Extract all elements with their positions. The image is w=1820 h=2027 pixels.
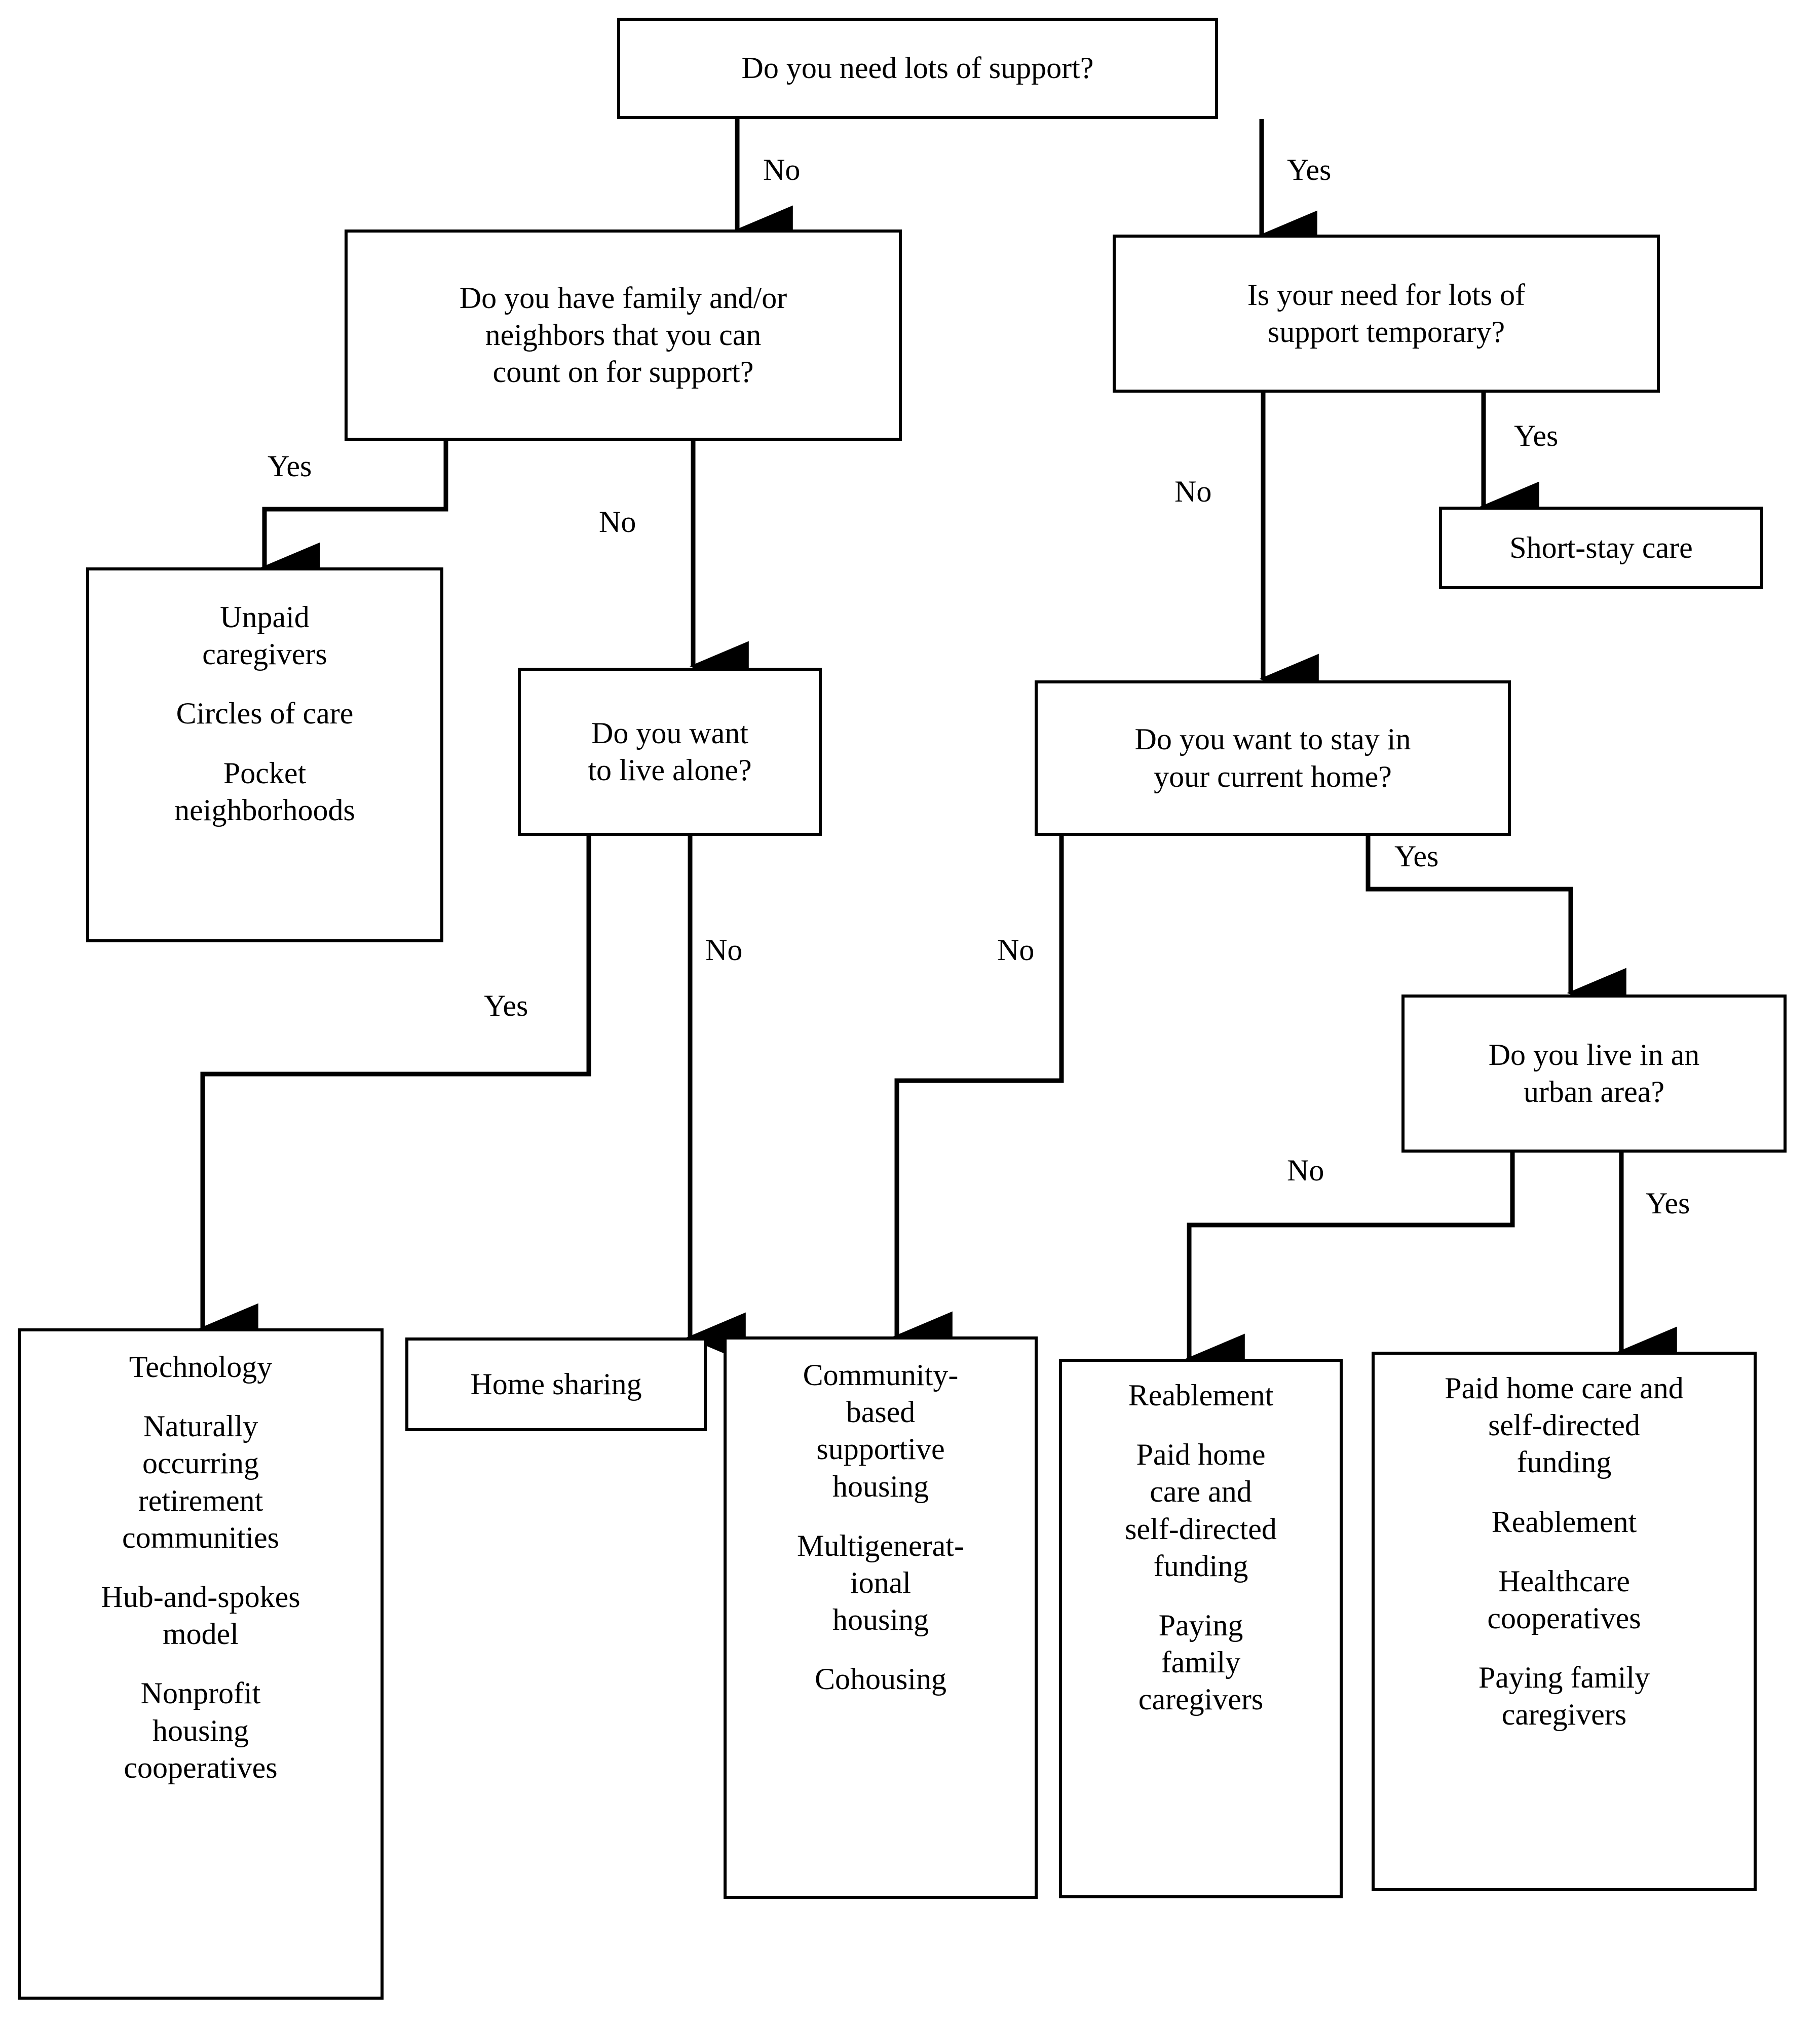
node-paragraph: Unpaid caregivers [89,599,440,673]
node-line: cooperatives [1487,1601,1641,1635]
node-line: funding [1516,1445,1612,1479]
node-paragraph: Circles of care [89,695,440,732]
edge-label-family-yes: Yes [268,449,312,483]
edge-label-alone-yes: Yes [484,989,528,1022]
node-do-you-want-to-stay-in-current-home[interactable]: Do you want to stay in your current home… [1035,680,1511,836]
node-paragraph: Paying family caregivers [1375,1659,1754,1733]
node-line: Reablement [1128,1379,1274,1412]
node-paragraph: Reablement [1062,1377,1340,1414]
node-line: housing [832,1603,929,1637]
node-community-based-housing[interactable]: Community- based supportive housing Mult… [724,1336,1038,1899]
node-line: support temporary? [1267,315,1505,349]
node-line: Do you live in an [1488,1038,1700,1072]
node-paragraph: Nonprofit housing cooperatives [21,1675,381,1786]
node-line: Cohousing [814,1662,947,1696]
node-technology-options[interactable]: Technology Naturally occurring retiremen… [18,1328,384,2000]
node-line: Do you need lots of support? [741,51,1094,85]
node-line: Do you want to stay in [1134,722,1411,756]
edge-label-support-yes: Yes [1287,153,1332,186]
node-line: Circles of care [176,697,354,731]
node-line: housing [832,1469,929,1503]
node-line: ional [850,1565,911,1599]
edge-label-temporary-yes: Yes [1514,419,1559,452]
edge-label-urban-yes: Yes [1646,1187,1690,1220]
node-line: to live alone? [588,753,752,787]
edge-label-stayhome-no: No [997,933,1035,967]
edge-stayhome-no [893,836,1064,1362]
node-line: Nonprofit [140,1676,261,1710]
node-paragraph: Multigenerat- ional housing [727,1527,1035,1639]
node-paragraph: Healthcare cooperatives [1375,1563,1754,1637]
edge-label-alone-no: No [705,933,743,967]
node-line: caregivers [1138,1682,1264,1716]
node-line: retirement [138,1483,263,1517]
node-line: Paid home care and [1445,1371,1684,1405]
edge-label-support-no: No [763,153,801,186]
node-line: Technology [129,1350,273,1384]
node-do-you-want-to-live-alone[interactable]: Do you want to live alone? [518,668,822,836]
node-line: Do you have family and/or [459,281,787,315]
edge-label-family-no: No [599,505,636,539]
node-line: self-directed [1488,1408,1640,1442]
node-line: caregivers [1501,1698,1627,1732]
node-unpaid-caregivers[interactable]: Unpaid caregivers Circles of care Pocket… [86,567,443,942]
node-line: occurring [142,1446,259,1480]
node-line: model [163,1617,239,1651]
node-line: housing [152,1713,249,1747]
node-line: neighborhoods [174,793,355,827]
node-paragraph: Technology [21,1349,381,1386]
node-line: Pocket [223,756,307,790]
node-do-you-live-in-an-urban-area[interactable]: Do you live in an urban area? [1401,995,1787,1153]
node-line: Unpaid [220,600,310,634]
node-line: Paying [1158,1608,1243,1642]
node-paragraph: Hub-and-spokes model [21,1579,381,1653]
node-line: cooperatives [124,1750,278,1784]
node-paragraph: Community- based supportive housing [727,1357,1035,1505]
node-line: Is your need for lots of [1247,278,1526,312]
node-line: care and [1150,1475,1252,1509]
node-line: based [846,1395,916,1429]
node-line: your current home? [1154,759,1392,793]
node-short-stay-care[interactable]: Short-stay care [1439,507,1763,589]
node-do-you-have-family-or-neighbors[interactable]: Do you have family and/or neighbors that… [345,230,902,441]
node-line: neighbors that you can [485,318,762,352]
node-line: supportive [816,1432,945,1466]
edge-urban-no [1185,1153,1515,1384]
node-paragraph: Naturally occurring retirement communiti… [21,1408,381,1556]
node-line: Naturally [143,1409,258,1443]
node-line: self-directed [1125,1512,1277,1546]
node-line: Healthcare [1498,1564,1630,1598]
node-paragraph: Reablement [1375,1504,1754,1541]
node-paragraph: Cohousing [727,1661,1035,1698]
edge-label-urban-no: No [1287,1154,1324,1187]
node-line: Paying family [1478,1661,1650,1695]
node-line: urban area? [1523,1075,1665,1108]
node-paragraph: Pocket neighborhoods [89,755,440,829]
node-line: Short-stay care [1509,530,1693,564]
node-line: Hub-and-spokes [101,1580,300,1614]
node-line: communities [122,1520,279,1554]
node-paragraph: Paying family caregivers [1062,1607,1340,1718]
node-line: Paid home [1136,1438,1266,1472]
edge-label-temporary-no: No [1174,475,1212,508]
node-line: count on for support? [492,355,754,389]
node-line: family [1161,1646,1241,1679]
node-paragraph: Paid home care and self-directed funding [1062,1436,1340,1585]
edge-label-stayhome-yes: Yes [1394,839,1439,873]
node-line: caregivers [202,637,327,671]
node-line: Community- [803,1358,959,1392]
node-is-your-need-temporary[interactable]: Is your need for lots of support tempora… [1113,235,1660,393]
node-home-sharing[interactable]: Home sharing [405,1337,707,1431]
node-reablement-options[interactable]: Reablement Paid home care and self-direc… [1059,1359,1343,1898]
node-line: Do you want [591,716,748,750]
node-line: funding [1153,1549,1248,1583]
node-line: Home sharing [470,1367,642,1401]
node-line: Reablement [1491,1505,1637,1539]
node-do-you-need-lots-of-support[interactable]: Do you need lots of support? [617,18,1218,119]
node-paid-home-care-options[interactable]: Paid home care and self-directed funding… [1372,1352,1757,1891]
node-paragraph: Paid home care and self-directed funding [1375,1370,1754,1481]
node-line: Multigenerat- [797,1528,964,1562]
